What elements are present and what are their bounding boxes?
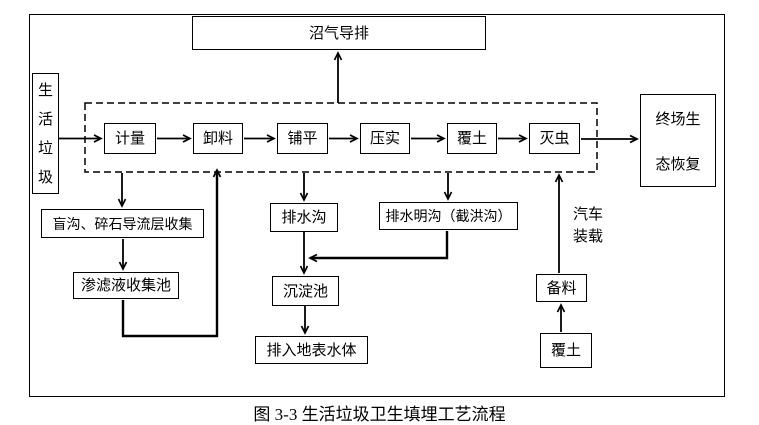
- node-biogas-drain: 沼气导排: [192, 16, 486, 50]
- figure-caption: 图 3-3 生活垃圾卫生填埋工艺流程: [253, 405, 506, 424]
- node-final-restoration: 终场生态恢复: [640, 94, 716, 187]
- node-soil-covering: 覆土: [447, 123, 497, 154]
- node-spreading: 铺平: [277, 123, 328, 154]
- node-compacting: 压实: [360, 123, 410, 154]
- node-leachate-pool: 渗滤液收集池: [73, 272, 179, 299]
- node-cover-soil: 覆土: [540, 333, 592, 368]
- node-drainage-ditch: 排水沟: [270, 203, 338, 232]
- node-weighing: 计量: [104, 123, 156, 154]
- node-final-restoration-text: 终场生态恢复: [655, 111, 701, 173]
- node-unloading: 卸料: [193, 123, 243, 154]
- node-open-drainage-ditch: 排水明沟（截洪沟）: [379, 202, 518, 230]
- node-pest-killing: 灭虫: [529, 123, 580, 154]
- node-sedimentation-pool: 沉淀池: [272, 276, 339, 306]
- diagram-outer-border: [29, 14, 725, 397]
- node-surface-water-discharge: 排入地表水体: [255, 336, 368, 364]
- node-material-preparation: 备料: [536, 274, 587, 302]
- node-domestic-waste: 生活垃圾: [32, 73, 59, 194]
- label-truck-loading: 汽车装载: [572, 206, 603, 245]
- node-blind-ditch-collection: 盲沟、碎石导流层收集: [41, 209, 204, 238]
